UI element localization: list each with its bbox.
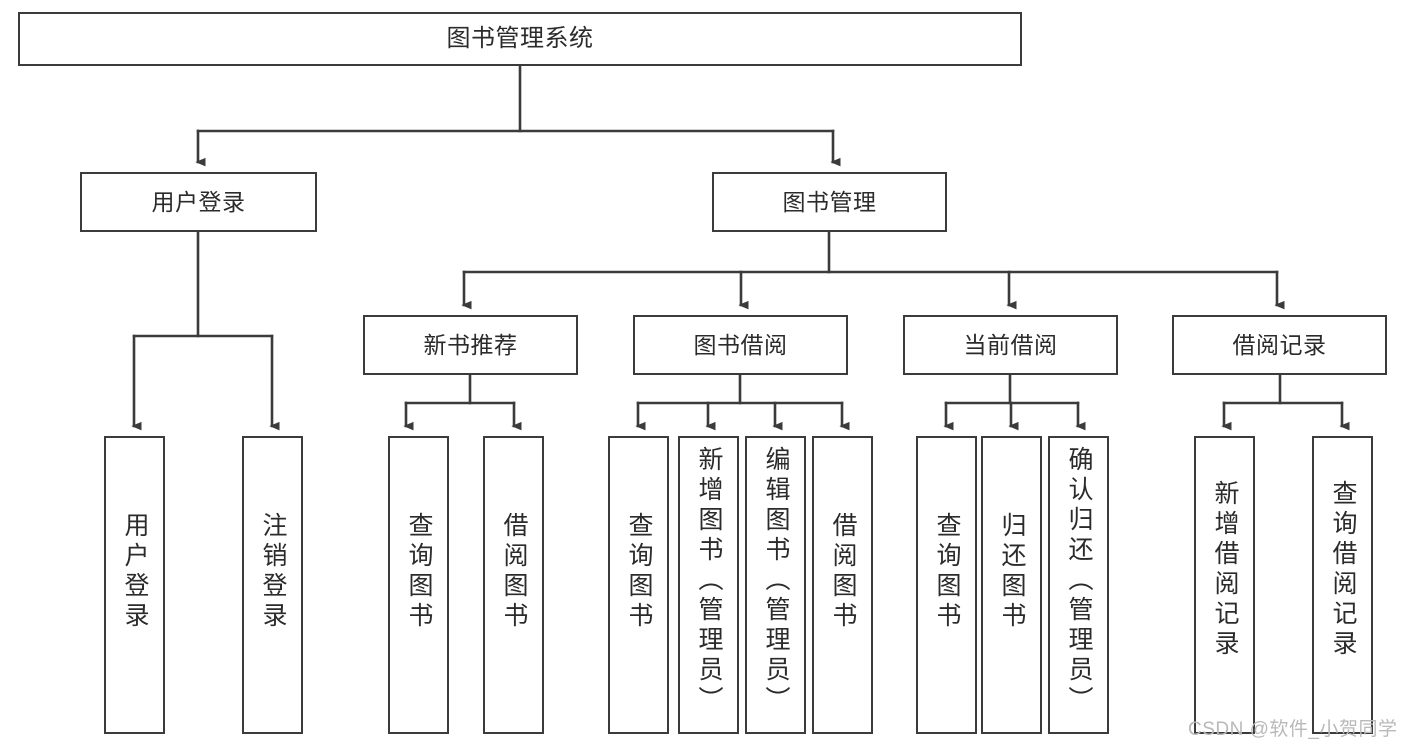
node-new-book-recommend-label: 新书推荐: [423, 331, 518, 358]
node-current-borrow-label: 当前借阅: [963, 331, 1058, 358]
node-book-management[interactable]: 图书管理: [712, 172, 947, 232]
node-borrow-record-label: 借阅记录: [1232, 331, 1327, 358]
leaf-return-book[interactable]: 归还图书: [981, 436, 1042, 734]
leaf-borrow-book-label: 借阅图书: [829, 512, 857, 632]
watermark: CSDN @软件_小贺同学: [1188, 719, 1398, 740]
leaf-logout[interactable]: 注销登录: [242, 436, 303, 734]
leaf-add-borrow-record-label: 新增借阅记录: [1211, 480, 1239, 660]
node-new-book-recommend[interactable]: 新书推荐: [363, 315, 578, 375]
leaf-query-borrow-record[interactable]: 查询借阅记录: [1312, 436, 1373, 734]
node-user-login-label: 用户登录: [151, 188, 246, 215]
node-book-borrow-label: 图书借阅: [693, 331, 788, 358]
leaf-user-login[interactable]: 用户登录: [104, 436, 165, 734]
node-user-login[interactable]: 用户登录: [80, 172, 317, 232]
leaf-add-borrow-record[interactable]: 新增借阅记录: [1194, 436, 1255, 734]
leaf-query-borrow-record-label: 查询借阅记录: [1329, 480, 1357, 660]
leaf-user-login-label: 用户登录: [121, 512, 149, 632]
leaf-borrow-book-recommend-label: 借阅图书: [500, 512, 528, 632]
leaf-borrow-book[interactable]: 借阅图书: [812, 436, 873, 734]
leaf-edit-book-admin[interactable]: 编辑图书（管理员）: [745, 436, 806, 734]
leaf-edit-book-admin-label: 编辑图书（管理员）: [762, 446, 790, 716]
leaf-query-book-borrow-label: 查询图书: [625, 512, 653, 632]
leaf-add-book-admin[interactable]: 新增图书（管理员）: [678, 436, 739, 734]
node-book-borrow[interactable]: 图书借阅: [633, 315, 848, 375]
leaf-query-book-recommend[interactable]: 查询图书: [388, 436, 449, 734]
leaf-confirm-return-admin-label: 确认归还（管理员）: [1065, 446, 1093, 716]
leaf-query-book-borrow[interactable]: 查询图书: [608, 436, 669, 734]
leaf-query-book-current[interactable]: 查询图书: [916, 436, 977, 734]
leaf-return-book-label: 归还图书: [998, 512, 1026, 632]
node-current-borrow[interactable]: 当前借阅: [903, 315, 1118, 375]
leaf-confirm-return-admin[interactable]: 确认归还（管理员）: [1048, 436, 1109, 734]
node-book-management-label: 图书管理: [782, 188, 877, 215]
node-borrow-record[interactable]: 借阅记录: [1172, 315, 1387, 375]
node-root-label: 图书管理系统: [446, 25, 594, 53]
leaf-logout-label: 注销登录: [259, 512, 287, 632]
leaf-query-book-recommend-label: 查询图书: [405, 512, 433, 632]
leaf-add-book-admin-label: 新增图书（管理员）: [695, 446, 723, 716]
leaf-borrow-book-recommend[interactable]: 借阅图书: [483, 436, 544, 734]
leaf-query-book-current-label: 查询图书: [933, 512, 961, 632]
node-root[interactable]: 图书管理系统: [18, 12, 1022, 66]
